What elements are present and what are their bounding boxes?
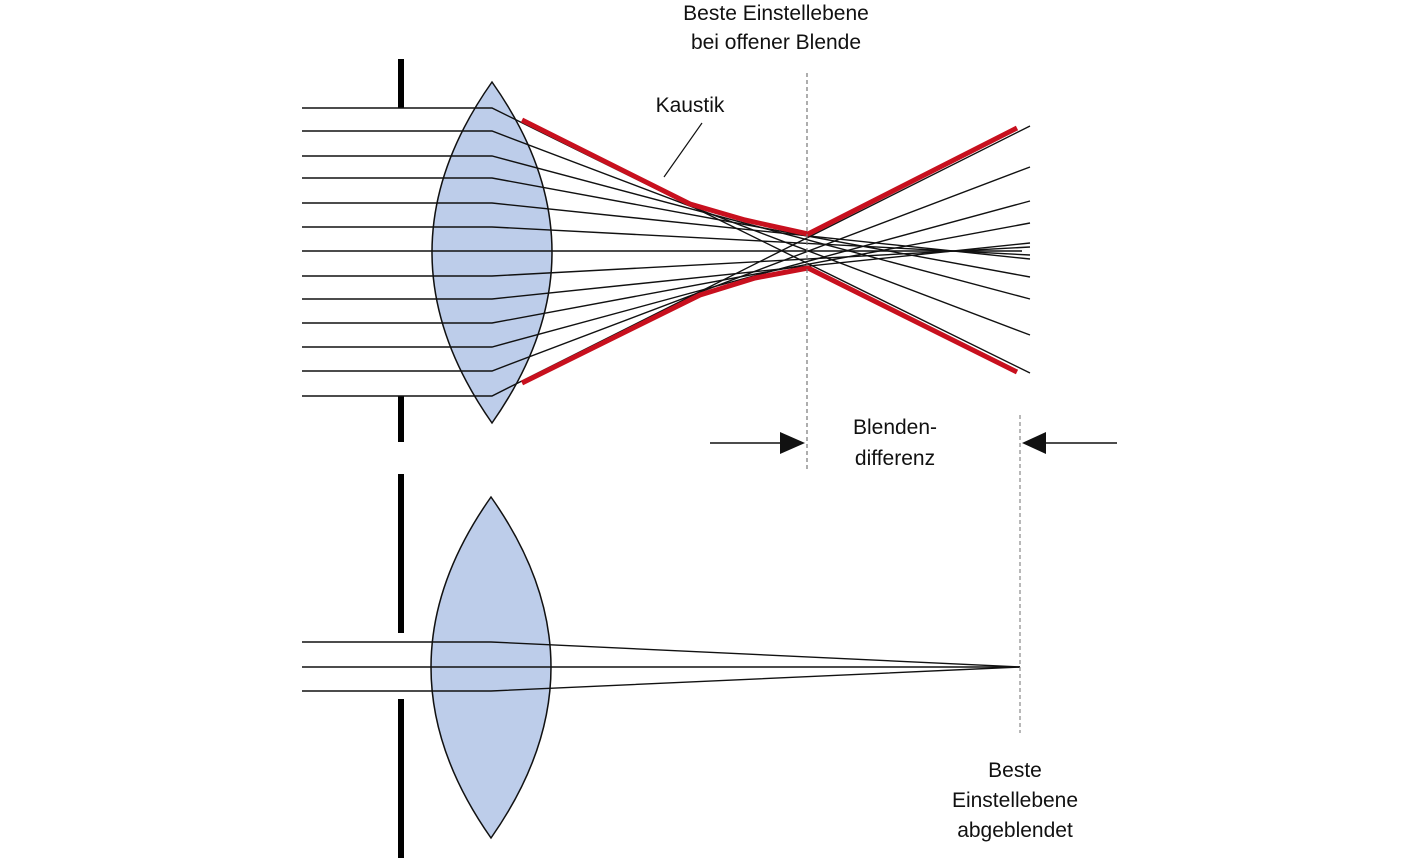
converging-lens bbox=[431, 80, 553, 425]
focus-open-label-line2: bei offener Blende bbox=[691, 31, 861, 54]
difference-label-line2: differenz bbox=[855, 447, 935, 470]
light-ray bbox=[302, 222, 1031, 324]
light-ray bbox=[302, 177, 1031, 278]
difference-label-line1: Blenden- bbox=[853, 416, 937, 439]
caustic-lower-envelope bbox=[520, 265, 1019, 386]
light-ray bbox=[302, 107, 1031, 374]
caustic-label: Kaustik bbox=[656, 94, 725, 117]
light-ray bbox=[302, 226, 1031, 256]
light-ray bbox=[302, 130, 1031, 336]
light-ray bbox=[302, 202, 1031, 260]
focus-stopped-label-line2: Einstellebene bbox=[952, 789, 1078, 812]
aperture-difference-annotation: Blenden- differenz bbox=[710, 416, 1117, 470]
light-ray bbox=[302, 166, 1031, 372]
light-ray bbox=[302, 666, 1021, 692]
stopped-down-panel: Beste Einstellebene abgeblendet bbox=[302, 415, 1078, 858]
light-ray bbox=[302, 641, 1021, 668]
ray-bundle-open bbox=[302, 107, 1031, 397]
ray-bundle-stopped bbox=[302, 641, 1021, 692]
focus-stopped-label-line1: Beste bbox=[988, 759, 1042, 782]
caustic-upper-envelope bbox=[520, 117, 1019, 237]
light-ray bbox=[302, 125, 1031, 397]
difference-arrow-left-head bbox=[780, 432, 805, 454]
focus-open-label-line1: Beste Einstellebene bbox=[683, 2, 869, 25]
difference-arrow-right-head bbox=[1022, 432, 1046, 454]
light-ray bbox=[302, 200, 1031, 348]
open-aperture-panel: Kaustik Beste Einstellebene bei offener … bbox=[302, 2, 1031, 470]
focus-stopped-label-line3: abgeblendet bbox=[957, 819, 1073, 842]
light-ray bbox=[302, 242, 1031, 300]
caustic-pointer-line bbox=[663, 122, 703, 178]
